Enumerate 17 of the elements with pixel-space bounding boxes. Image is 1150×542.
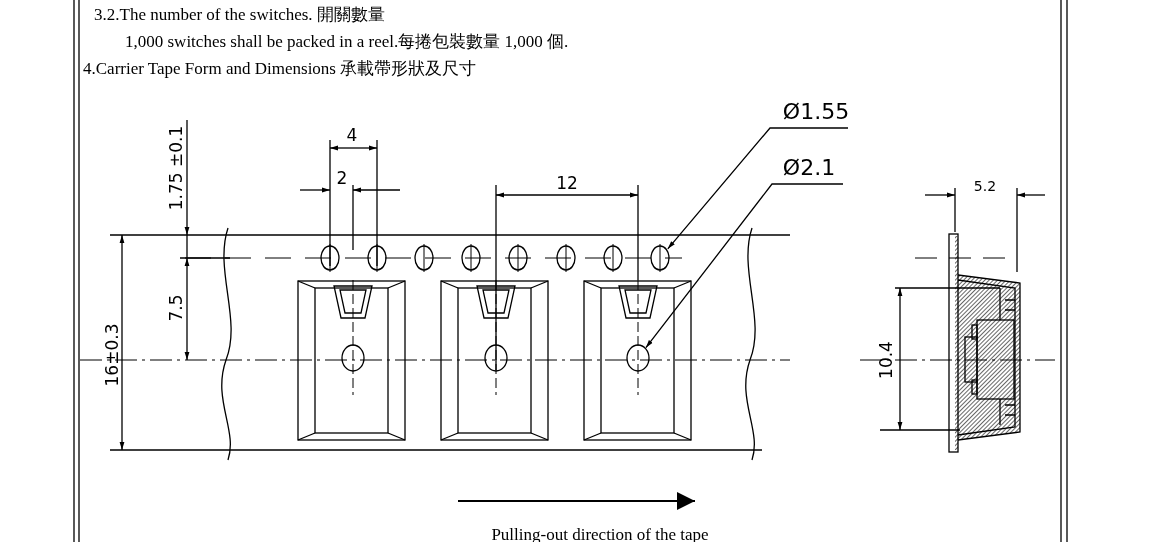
hole xyxy=(650,245,670,271)
dimension-label: 16±0.3 xyxy=(102,323,122,387)
dimension-label: 7.5 xyxy=(166,294,186,322)
dimension-label: 4 xyxy=(346,125,358,145)
dimension-label: 1.75 ±0.1 xyxy=(166,125,186,211)
dimension-label: 12 xyxy=(556,173,578,193)
section-text: 3.2.The number of the switches. 開關數量 xyxy=(94,6,385,25)
hole xyxy=(626,344,650,372)
section-heading: 4.Carrier Tape Form and Dimensions 承載帶形狀及尺寸 xyxy=(83,60,477,79)
leader-line xyxy=(667,127,849,250)
dimension-label: 2 xyxy=(336,168,348,188)
section-text: 1,000 switches shall be packed in a reel.每捲包裝數量 1,000 個. xyxy=(125,33,569,52)
dimension-label: 10.4 xyxy=(876,341,896,379)
leader-line xyxy=(645,183,844,349)
diameter-label: Ø2.1 xyxy=(782,155,836,181)
diameter-label: Ø1.55 xyxy=(782,99,850,125)
dimension-label: 5.2 xyxy=(973,179,997,195)
